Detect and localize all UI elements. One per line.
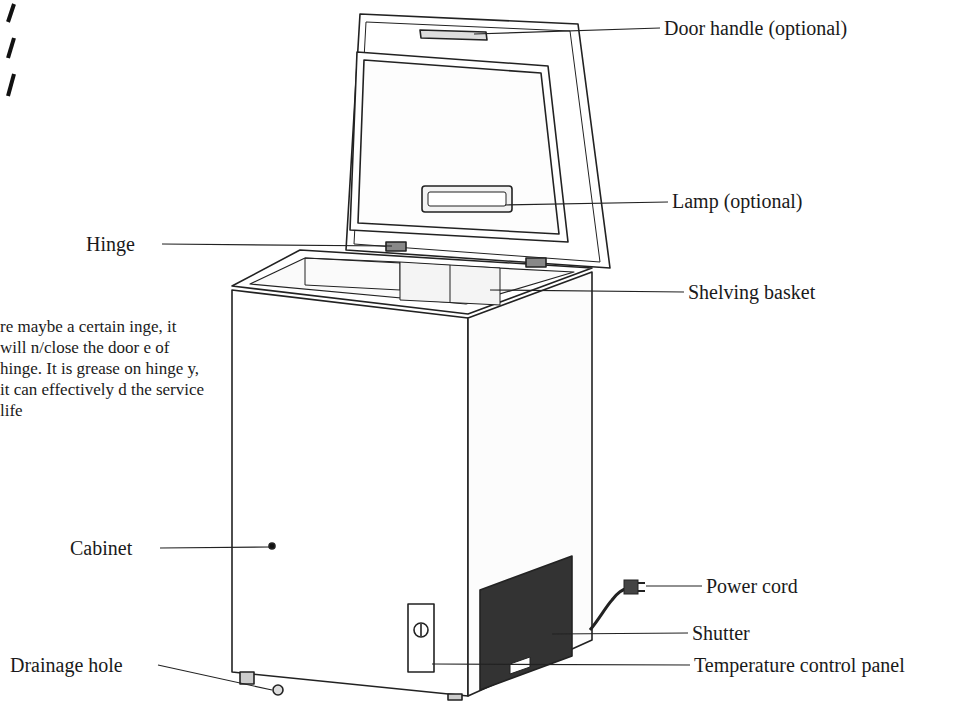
leader-line — [160, 547, 270, 548]
plug-pin — [638, 582, 645, 584]
part-label: Drainage hole — [10, 654, 123, 676]
inner-wall — [305, 258, 400, 290]
lid-inner-panel — [358, 60, 559, 234]
knob-line — [420, 624, 422, 636]
power-cord — [590, 580, 645, 630]
leader-line — [505, 202, 668, 205]
leader-line — [432, 664, 690, 665]
grille-tag — [510, 657, 530, 674]
part-label: Shelving basket — [688, 281, 815, 303]
corner-mark — [8, 38, 14, 58]
foot — [240, 672, 254, 684]
cord-wire — [590, 588, 628, 630]
drainage-hole — [273, 685, 283, 695]
leader-line — [162, 244, 392, 246]
lid-outer — [346, 14, 610, 268]
plug-pin — [638, 590, 645, 592]
corner-mark — [8, 74, 14, 96]
part-label: Temperature control panel — [694, 654, 905, 676]
foot — [448, 694, 462, 700]
cabinet — [232, 242, 592, 700]
lamp-lens — [428, 192, 506, 206]
lamp — [422, 186, 512, 212]
part-label: Shutter — [692, 622, 750, 644]
part-label: Cabinet — [70, 537, 132, 559]
hinge — [526, 258, 546, 267]
control-knob — [414, 623, 428, 637]
lid — [346, 14, 610, 268]
corner-marks — [8, 4, 14, 96]
part-label: Lamp (optional) — [672, 190, 803, 212]
note-text: re maybe a certain inge, it will n/close… — [0, 316, 206, 421]
plug — [624, 580, 638, 594]
corner-mark — [8, 4, 14, 22]
part-label: Power cord — [706, 575, 798, 597]
cabinet-dot — [269, 543, 275, 549]
shutter-grille — [480, 556, 572, 690]
door-handle — [420, 30, 487, 40]
leader-line — [490, 290, 684, 292]
basket-divider — [450, 265, 451, 303]
part-label: Door handle (optional) — [664, 17, 847, 39]
leader-line — [158, 665, 272, 690]
leader-lines — [158, 28, 702, 690]
lid-gasket — [350, 52, 568, 242]
shelving-basket — [400, 262, 500, 305]
cabinet-front — [232, 290, 468, 696]
cabinet-side — [468, 272, 592, 696]
leader-line — [552, 633, 688, 634]
leader-line — [646, 585, 702, 586]
part-label: Hinge — [86, 233, 135, 255]
temperature-control-panel — [408, 604, 434, 672]
leader-line — [474, 28, 660, 34]
